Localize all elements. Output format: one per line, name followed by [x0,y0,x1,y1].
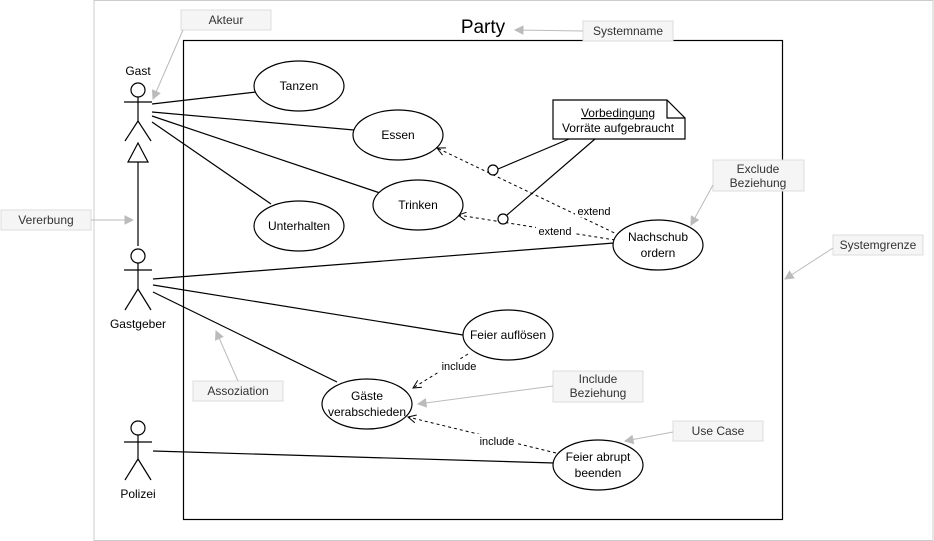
assoc-gast-essen [151,111,355,131]
svg-text:Systemname: Systemname [593,24,663,38]
use-case-nachschub-ordern[interactable]: Nachschub ordern [612,219,704,271]
svg-text:Feier abrupt: Feier abrupt [566,450,631,464]
extend-label-essen: extend [577,206,610,218]
assoc-polizei-feier-abrupt [152,450,555,464]
actor-gastgeber[interactable]: Gastgeber [110,248,166,331]
annotation-include-beziehung: Include Beziehung [418,370,644,404]
annotation-use-case: Use Case [625,420,764,441]
note-title: Vorbedingung [581,106,655,120]
use-case-feier-aufloesen[interactable]: Feier auflösen [462,309,554,361]
svg-text:beenden: beenden [575,466,622,480]
use-case-gaeste-verabschieden[interactable]: Gäste verabschieden [321,378,413,430]
actor-label-gastgeber: Gastgeber [110,317,166,331]
annotation-exclude-beziehung: Exclude Beziehung [691,159,805,225]
svg-text:Exclude: Exclude [737,162,780,176]
include-label-aufloesen: include [442,361,477,373]
assoc-gast-tanzen [151,91,257,105]
include-label-abrupt: include [480,436,515,448]
svg-text:Systemgrenze: Systemgrenze [840,238,917,252]
system-name: Party [461,17,506,38]
note-anchor-trinken [506,138,596,216]
svg-text:Akteur: Akteur [209,13,244,27]
svg-text:Essen: Essen [381,128,414,142]
svg-text:Assoziation: Assoziation [207,384,268,398]
outer-frame [93,0,934,541]
svg-text:Beziehung: Beziehung [730,176,787,190]
use-case-trinken[interactable]: Trinken [372,179,464,231]
stick-figure-icon [124,248,152,311]
associations [151,91,615,464]
annotation-systemgrenze: Systemgrenze [785,234,924,279]
svg-text:Include: Include [579,372,618,386]
extension-point-trinken [497,213,509,225]
svg-text:Tanzen: Tanzen [280,79,319,93]
assoc-gastgeber-gaeste [152,291,338,383]
stick-figure-icon [124,82,152,142]
actor-label-polizei: Polizei [120,487,155,501]
assoc-gastgeber-feier-aufloesen [152,284,464,336]
svg-text:ordern: ordern [641,246,676,260]
svg-text:Nachschub: Nachschub [628,230,688,244]
use-case-tanzen[interactable]: Tanzen [253,60,345,112]
include-abrupt-gaeste [408,417,557,454]
use-case-essen[interactable]: Essen [352,109,444,161]
system-boundary [182,39,784,521]
svg-text:Vererbung: Vererbung [18,213,73,227]
assoc-gastgeber-nachschub [152,242,615,280]
use-case-unterhalten[interactable]: Unterhalten [253,200,345,252]
use-case-feier-abrupt-beenden[interactable]: Feier abrupt beenden [552,439,644,491]
annotation-vererbung: Vererbung [0,209,133,231]
svg-text:Trinken: Trinken [398,198,438,212]
actor-label-gast: Gast [125,64,151,78]
precondition-note: Vorbedingung Vorräte aufgebraucht [552,99,686,140]
assoc-gast-unterhalten [151,121,272,205]
stick-figure-icon [124,420,152,481]
svg-text:Use Case: Use Case [692,424,745,438]
generalization-gastgeber-gast [127,141,149,246]
svg-text:Gäste: Gäste [351,389,383,403]
annotation-assoziation: Assoziation [192,331,284,402]
generalization-triangle-icon [127,141,149,163]
annotation-systemname: Systemname [515,20,674,42]
svg-text:verabschieden: verabschieden [328,405,406,419]
extend-nachschub-essen [437,148,626,239]
extend-label-trinken: extend [538,226,571,238]
note-text: Vorräte aufgebraucht [562,121,675,135]
assoc-gast-trinken [151,115,381,194]
actor-polizei[interactable]: Polizei [120,420,156,501]
note-anchor-essen [497,138,570,170]
actor-gast[interactable]: Gast [124,64,152,142]
extension-point-essen [487,164,499,176]
svg-text:Feier auflösen: Feier auflösen [470,328,546,342]
svg-text:Unterhalten: Unterhalten [268,219,330,233]
svg-text:Beziehung: Beziehung [570,386,627,400]
annotation-akteur: Akteur [153,9,272,99]
